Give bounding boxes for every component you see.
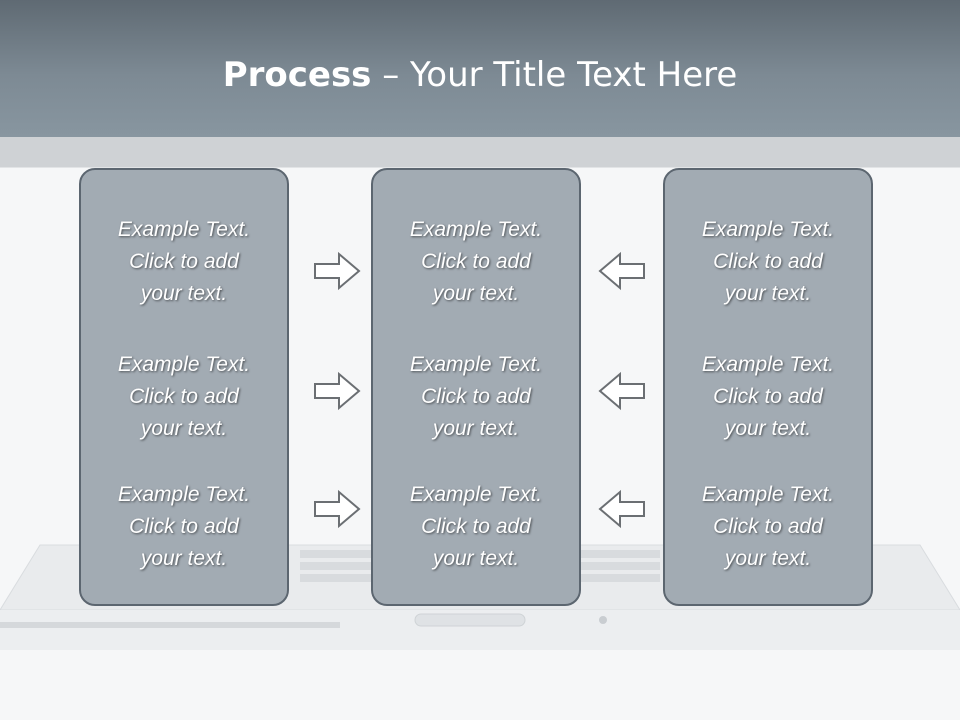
text-line: your text. xyxy=(432,547,520,570)
header-band xyxy=(0,137,960,168)
text-block[interactable]: Example Text. Click to add your text. xyxy=(373,479,579,575)
text-line: Example Text. xyxy=(117,218,251,241)
arrow-right-icon xyxy=(314,371,361,411)
text-line: your text. xyxy=(140,547,228,570)
text-line: Click to add xyxy=(713,385,823,408)
arrow-right-icon xyxy=(314,251,361,291)
text-line: Click to add xyxy=(129,250,239,273)
title-rest-text: – Your Title Text Here xyxy=(371,55,738,95)
text-block[interactable]: Example Text. Click to add your text. xyxy=(665,349,871,445)
text-block[interactable]: Example Text. Click to add your text. xyxy=(665,214,871,310)
text-line: Click to add xyxy=(713,515,823,538)
arrow-left-icon xyxy=(598,251,645,291)
text-block[interactable]: Example Text. Click to add your text. xyxy=(81,349,287,445)
text-block[interactable]: Example Text. Click to add your text. xyxy=(373,214,579,310)
text-block[interactable]: Example Text. Click to add your text. xyxy=(373,349,579,445)
arrow-left-icon xyxy=(598,371,645,411)
text-line: Click to add xyxy=(421,250,531,273)
text-line: your text. xyxy=(724,282,812,305)
text-line: Example Text. xyxy=(409,353,543,376)
text-block[interactable]: Example Text. Click to add your text. xyxy=(665,479,871,575)
text-line: Example Text. xyxy=(117,483,251,506)
text-line: Example Text. xyxy=(701,483,835,506)
text-line: Example Text. xyxy=(701,353,835,376)
arrow-right-icon xyxy=(314,489,361,529)
text-line: Click to add xyxy=(421,385,531,408)
text-block[interactable]: Example Text. Click to add your text. xyxy=(81,479,287,575)
text-line: your text. xyxy=(432,417,520,440)
text-line: Example Text. xyxy=(701,218,835,241)
text-line: Example Text. xyxy=(409,483,543,506)
text-line: Click to add xyxy=(129,385,239,408)
text-line: your text. xyxy=(724,547,812,570)
text-line: Example Text. xyxy=(409,218,543,241)
process-panel-right[interactable]: Example Text. Click to add your text. Ex… xyxy=(663,168,873,606)
text-line: your text. xyxy=(140,417,228,440)
title-bar xyxy=(0,0,960,137)
slide-title[interactable]: Process – Your Title Text Here xyxy=(0,52,960,98)
text-line: Example Text. xyxy=(117,353,251,376)
text-line: Click to add xyxy=(421,515,531,538)
text-line: your text. xyxy=(432,282,520,305)
process-panel-center[interactable]: Example Text. Click to add your text. Ex… xyxy=(371,168,581,606)
text-line: Click to add xyxy=(129,515,239,538)
process-panel-left[interactable]: Example Text. Click to add your text. Ex… xyxy=(79,168,289,606)
text-line: Click to add xyxy=(713,250,823,273)
title-bold-text: Process xyxy=(222,55,372,95)
text-line: your text. xyxy=(724,417,812,440)
arrow-left-icon xyxy=(598,489,645,529)
text-block[interactable]: Example Text. Click to add your text. xyxy=(81,214,287,310)
text-line: your text. xyxy=(140,282,228,305)
